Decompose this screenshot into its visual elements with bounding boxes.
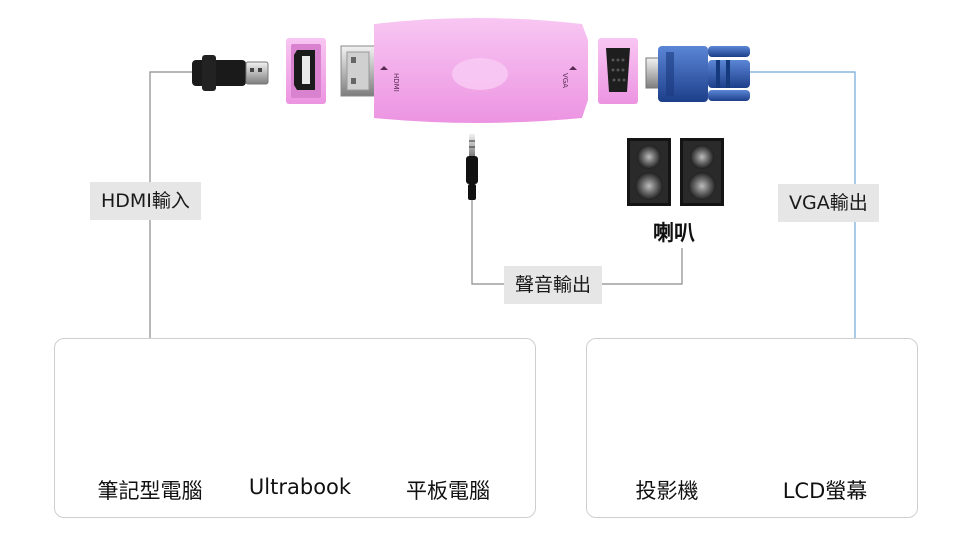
lcd-monitor-caption: LCD螢幕 xyxy=(782,479,868,503)
tablet-caption: 平板電腦 xyxy=(406,479,490,503)
vga-port xyxy=(598,38,638,104)
audio-output-label: 聲音輸出 xyxy=(504,266,603,304)
hdmi-port xyxy=(286,38,326,104)
vga-plug xyxy=(645,46,750,102)
adapter-body: HDMI VGA xyxy=(374,18,588,123)
projector-caption: 投影機 xyxy=(635,479,699,503)
ultrabook-caption: Ultrabook xyxy=(248,475,352,499)
audio-jack-plug xyxy=(466,134,478,200)
vga-output-line xyxy=(750,71,856,338)
vga-output-label: VGA輸出 xyxy=(778,184,879,222)
adapter-vga-mark: VGA xyxy=(561,73,569,88)
adapter-hdmi-mark: HDMI xyxy=(392,73,400,92)
speaker-label: 喇叭 xyxy=(653,221,695,245)
micro-usb-plug xyxy=(192,55,269,91)
hdmi-input-label: HDMI輸入 xyxy=(90,182,201,220)
laptop-caption: 筆記型電腦 xyxy=(97,479,203,503)
usb-a-plug xyxy=(340,45,376,97)
speakers-icon xyxy=(627,138,724,206)
output-devices-panel xyxy=(586,338,918,518)
source-devices-panel xyxy=(54,338,536,518)
hdmi-input-line xyxy=(149,71,193,338)
